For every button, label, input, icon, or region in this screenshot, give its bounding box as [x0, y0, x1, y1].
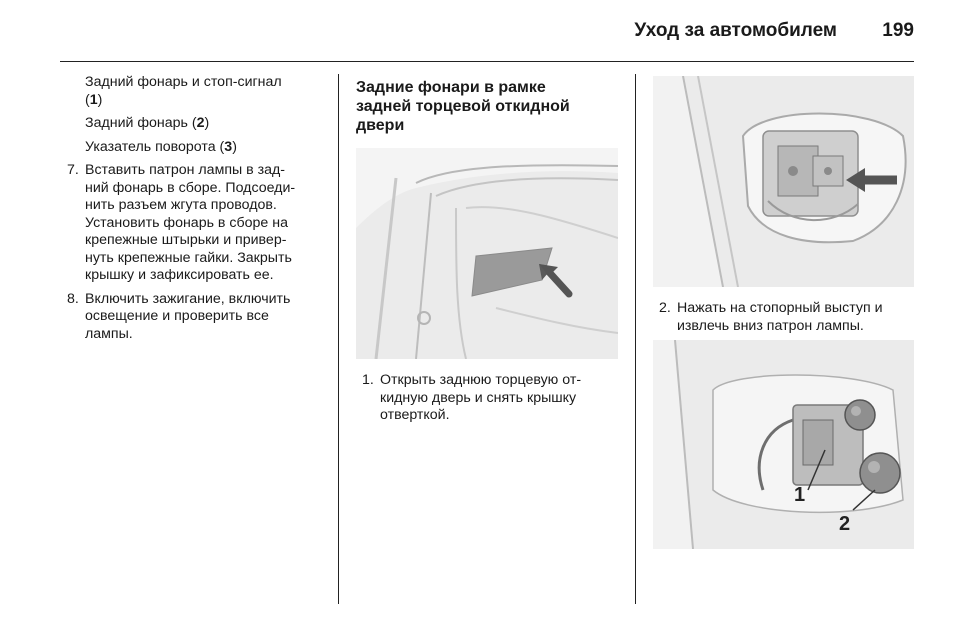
step-7: 7. Вставить патрон лампы в зад- ний фона… [67, 162, 296, 283]
legend-item-1: Задний фонарь и стоп-сигнал (1) [85, 74, 282, 108]
legend-item-3: Указатель поворота (3) [85, 138, 237, 155]
section-title: Уход за автомобилем [634, 20, 837, 41]
tailgate-cover-illustration [356, 148, 618, 359]
step-1: 1. Открыть заднюю торцевую от- кидную дв… [362, 372, 582, 423]
column-divider-2 [635, 74, 636, 604]
lamp-bulbs-illustration: 1 2 [653, 340, 914, 549]
column-divider-1 [338, 74, 339, 604]
column-middle: Задние фонари в рамке задней торцевой от… [356, 78, 618, 135]
callout-1: 1 [794, 484, 805, 506]
legend-item-2: Задний фонарь (2) [85, 115, 210, 131]
section-heading: Задние фонари в рамке задней торцевой от… [356, 79, 570, 134]
page-number: 199 [882, 20, 914, 41]
step-8: 8. Включить зажигание, включить освещени… [67, 290, 291, 342]
callout-2: 2 [839, 513, 850, 535]
column-left: Задний фонарь и стоп-сигнал (1) Задний ф… [60, 74, 326, 343]
lamp-socket-latch-illustration [653, 76, 914, 287]
header-rule [60, 61, 914, 62]
step-2: 2. Нажать на стопорный выступ и извлечь … [659, 300, 883, 334]
